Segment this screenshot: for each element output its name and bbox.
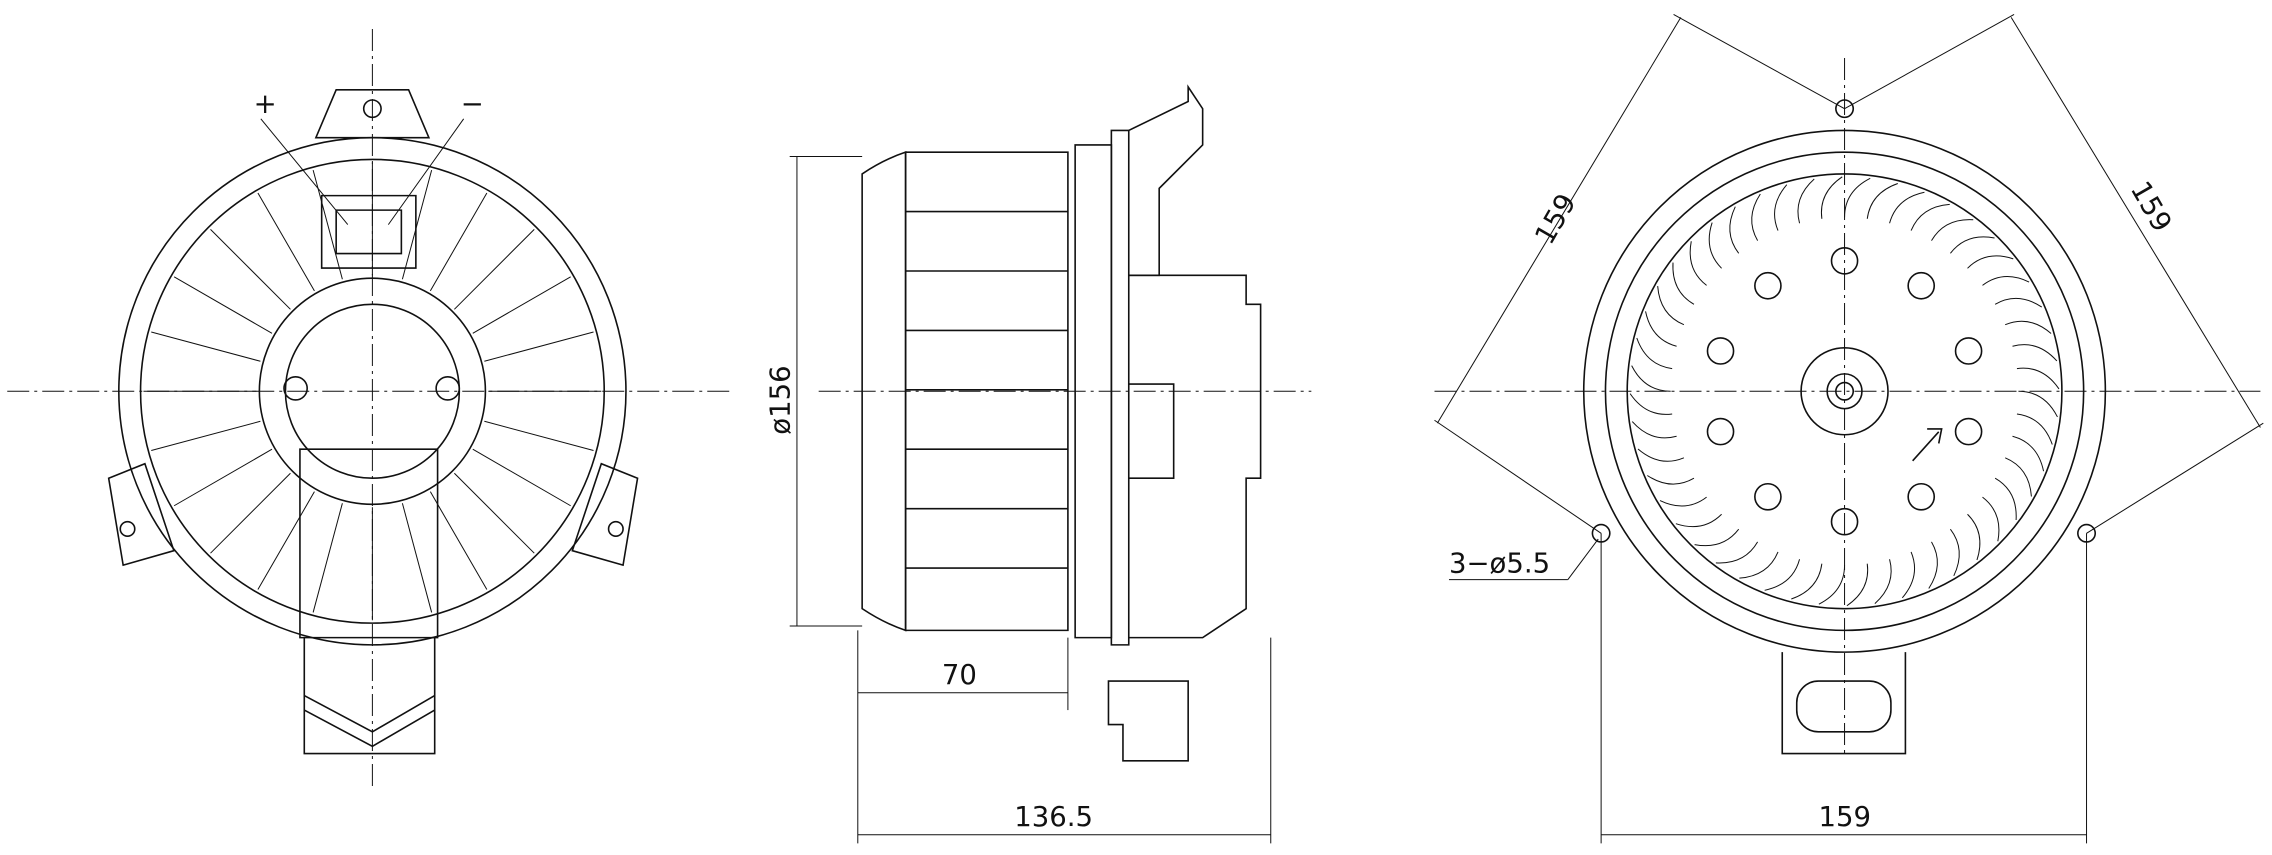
rib-line [258, 193, 315, 291]
rib-line [473, 277, 571, 334]
rib-line [313, 503, 342, 612]
rib-line [473, 449, 571, 506]
vent-hole [1832, 509, 1858, 535]
fan-blade [1646, 311, 1677, 346]
rib-line [402, 170, 431, 279]
fan-blade [2018, 391, 2057, 417]
vent-hole [1755, 273, 1781, 299]
fan-blade [1845, 178, 1871, 217]
fan-blade [1867, 184, 1898, 219]
vent-hole [1832, 248, 1858, 274]
fan-blade [1632, 422, 1676, 438]
vent-hole [1908, 484, 1934, 510]
fan-blade [1695, 529, 1739, 545]
rib-line [454, 229, 534, 309]
fan-blade [1982, 497, 1998, 541]
rib-line [211, 229, 291, 309]
fan-blade [1730, 207, 1739, 254]
fan-blade [1819, 565, 1845, 604]
vent-hole [1707, 419, 1733, 445]
fan-blade [1630, 394, 1672, 415]
fan-blade [1798, 179, 1814, 223]
fan-blade [1775, 185, 1787, 231]
fan-blade [1638, 449, 1684, 461]
fan-blade [1995, 478, 2016, 520]
vent-hole [1956, 338, 1982, 364]
fan-blade [1752, 194, 1761, 241]
diag-right-label: 159 [2124, 176, 2178, 237]
fan-blade [1690, 241, 1706, 285]
width-label: 159 [1818, 801, 1871, 833]
fan-blade [1929, 542, 1938, 589]
fan-blade [1739, 552, 1778, 578]
rib-line [454, 473, 534, 553]
fan-blade [1716, 542, 1758, 563]
overall-length-label: 136.5 [1014, 801, 1093, 833]
vent-hole [1956, 419, 1982, 445]
rib-line [174, 449, 272, 506]
fan-blade [2017, 368, 2059, 389]
minus-label: − [461, 88, 484, 120]
fan-blade [2013, 345, 2057, 361]
fan-blade [1890, 192, 1925, 223]
fan-blade [1632, 366, 1671, 392]
diag-left-label: 159 [1529, 188, 1583, 249]
front-view: + − [7, 29, 731, 790]
side-view: ø156 70 136.5 [765, 87, 1312, 843]
fan-blade [1676, 514, 1722, 526]
fan-blade [1968, 256, 2014, 268]
plus-label: + [254, 88, 277, 120]
fan-blade [1847, 564, 1868, 606]
rib-line [430, 193, 487, 291]
holes-label: 3−ø5.5 [1449, 547, 1550, 579]
fan-blade [1791, 564, 1822, 599]
fan-blade [1982, 277, 2029, 286]
fan-blade [1765, 559, 1800, 590]
fan-blade [1950, 529, 1959, 576]
fan-blade [1911, 204, 1950, 230]
vent-hole [1908, 273, 1934, 299]
fan-blade [1902, 552, 1914, 598]
rib-line [258, 492, 315, 590]
rib-line [484, 332, 593, 361]
rib-line [151, 332, 260, 361]
fan-blade [1709, 223, 1721, 269]
fan-blade [1821, 177, 1842, 219]
rib-line [402, 503, 431, 612]
vent-hole [1707, 338, 1733, 364]
diameter-label: ø156 [765, 365, 797, 434]
fan-blade [1658, 286, 1684, 325]
fan-blade [1995, 298, 2042, 307]
fan-blade [1673, 263, 1694, 305]
rib-line [174, 277, 272, 334]
rear-view: 159 159 159 3−ø5.5 [1434, 14, 2263, 843]
depth-label: 70 [942, 659, 977, 691]
fan-blade [1875, 559, 1891, 603]
rib-line [313, 170, 342, 279]
fan-blade [1647, 476, 1694, 485]
vent-hole [1755, 484, 1781, 510]
fan-blade [1637, 338, 1672, 369]
rib-line [430, 492, 487, 590]
fan-blade [1950, 237, 1994, 253]
fan-blade [1968, 514, 1980, 560]
rib-line [151, 421, 260, 450]
fan-blade [2013, 436, 2044, 471]
fan-blade [1660, 497, 1707, 506]
rib-line [211, 473, 291, 553]
fan-blade [2005, 321, 2051, 333]
rib-line [484, 421, 593, 450]
fan-blade [2017, 414, 2052, 445]
fan-blade [2005, 458, 2031, 497]
fan-blade [1931, 220, 1973, 241]
